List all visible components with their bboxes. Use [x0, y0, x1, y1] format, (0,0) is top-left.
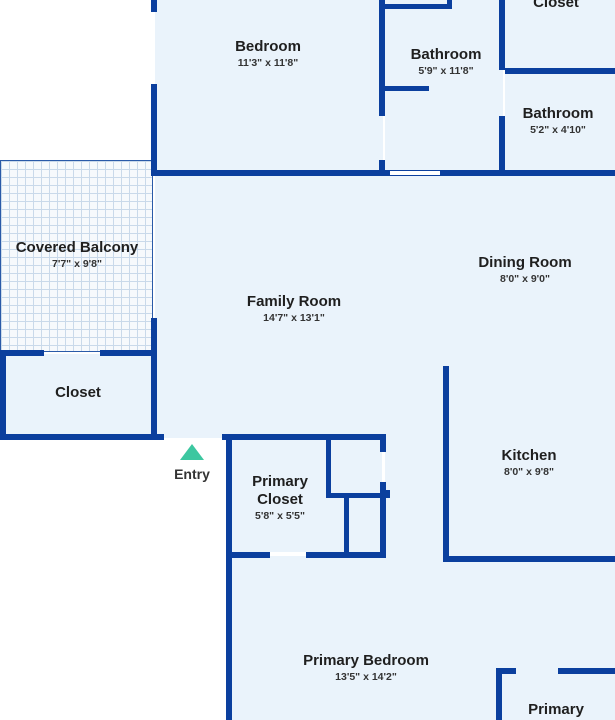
wall	[558, 668, 615, 674]
wall	[443, 556, 615, 562]
door-opening	[390, 171, 440, 175]
entry-arrow-icon	[180, 444, 204, 460]
kitchen-label: Kitchen 8'0" x 9'8"	[501, 447, 556, 479]
bedroom-floor	[155, 0, 383, 172]
closet-left-floor	[6, 354, 152, 436]
entry-label: Entry	[174, 466, 210, 482]
closet-top-label: Closet	[533, 0, 579, 12]
wall	[443, 366, 449, 562]
wall	[496, 668, 502, 720]
room-name: Bedroom	[235, 38, 301, 55]
room-name: Kitchen	[501, 447, 557, 464]
entry-marker: Entry	[170, 444, 214, 482]
room-dimensions: 7'7" x 9'8"	[52, 258, 102, 270]
wall	[385, 86, 429, 91]
kitchen-floor	[449, 360, 615, 560]
wall	[0, 434, 164, 440]
wall	[379, 160, 385, 176]
wall	[326, 434, 331, 498]
room-name: Family Room	[246, 293, 342, 310]
wall	[499, 116, 505, 176]
room-name: Primary Closet	[252, 473, 308, 508]
room-dimensions: 11'3" x 11'8"	[237, 57, 299, 69]
wall	[151, 318, 157, 440]
wall	[344, 493, 349, 558]
wall	[100, 350, 157, 356]
wall	[380, 490, 390, 498]
room-name: Bathroom	[410, 46, 482, 63]
room-name: Closet	[55, 384, 101, 401]
closet-top-floor	[505, 0, 615, 70]
bathroom-1-label: Bathroom 5'9" x 11'8"	[411, 46, 482, 78]
wall	[306, 552, 386, 558]
wall	[380, 482, 386, 558]
room-name: Dining Room	[478, 254, 572, 271]
wall	[151, 84, 157, 176]
wall	[505, 68, 615, 74]
primary-bath-label: Primary	[528, 701, 584, 719]
primary-bedroom-floor	[232, 556, 615, 720]
wall	[151, 0, 157, 12]
wall	[380, 434, 386, 452]
room-dimensions: 14'7" x 13'1"	[263, 312, 325, 324]
wall	[226, 552, 270, 558]
covered-balcony-label: Covered Balcony 7'7" x 9'8"	[16, 239, 139, 271]
closet-left-label: Closet	[55, 384, 101, 402]
dining-room-label: Dining Room 8'0" x 9'0"	[478, 254, 571, 286]
wall	[0, 350, 6, 440]
wall	[0, 350, 44, 356]
room-dimensions: 5'2" x 4'10"	[530, 124, 586, 136]
wall	[379, 0, 385, 116]
wall	[499, 0, 505, 70]
primary-closet-label: Primary Closet 5'8" x 5'5"	[252, 473, 308, 523]
room-dimensions: 8'0" x 9'8"	[504, 466, 554, 478]
hall-floor	[385, 438, 449, 560]
wall	[326, 493, 386, 498]
covered-balcony-floor	[0, 160, 153, 352]
room-dimensions: 8'0" x 9'0"	[500, 273, 550, 285]
room-dimensions: 5'8" x 5'5"	[255, 510, 305, 522]
room-name: Primary Bedroom	[303, 652, 429, 669]
bedroom-label: Bedroom 11'3" x 11'8"	[235, 38, 301, 70]
bathroom-2-label: Bathroom 5'2" x 4'10"	[523, 105, 594, 137]
bathroom-2-floor	[505, 74, 615, 172]
room-dimensions: 5'9" x 11'8"	[418, 65, 474, 77]
room-name: Covered Balcony	[15, 239, 139, 256]
room-dimensions: 13'5" x 14'2"	[335, 671, 397, 683]
wall	[222, 434, 386, 440]
door-opening	[382, 452, 385, 482]
room-name: Closet	[533, 0, 579, 11]
wall	[385, 4, 452, 9]
wall	[447, 0, 452, 9]
primary-bedroom-label: Primary Bedroom 13'5" x 14'2"	[303, 652, 429, 684]
family-room-label: Family Room 14'7" x 13'1"	[247, 293, 341, 325]
room-name: Bathroom	[522, 105, 594, 122]
wall	[226, 434, 232, 720]
wall	[496, 668, 516, 674]
room-name: Primary	[528, 701, 584, 718]
